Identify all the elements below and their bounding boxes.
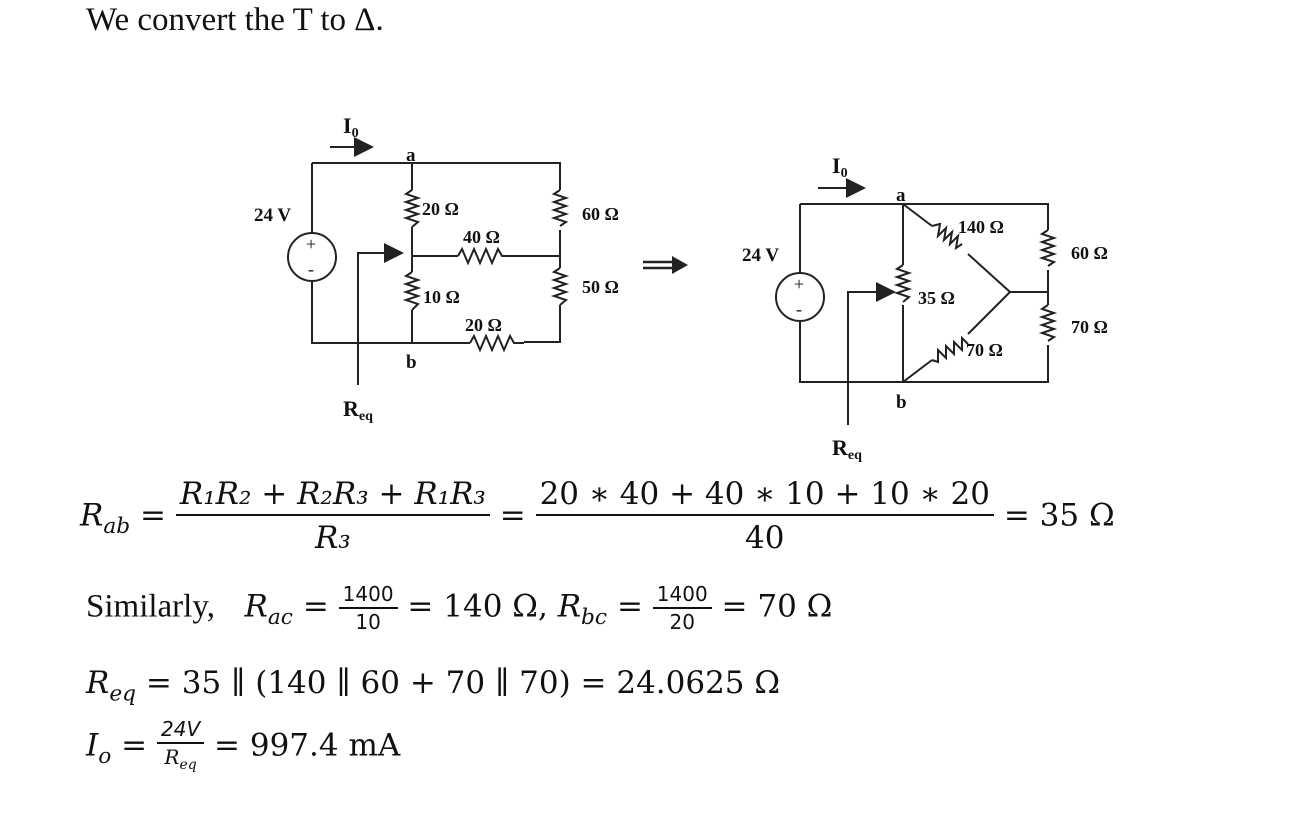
left-req-label: Req: [343, 396, 373, 424]
left-r4-label: 20 Ω: [465, 315, 502, 335]
right-resistor-70-delta: [931, 335, 969, 364]
right-source-label: 24 V: [742, 245, 779, 266]
eq2-fraction-2: 1400 20: [652, 581, 712, 635]
eq2-rbc-sub: bc: [581, 605, 608, 631]
eq2-lead: Similarly,: [86, 588, 215, 625]
eq4-result: = 997.4 mA: [214, 727, 401, 764]
eq3-lhs-sub: eq: [109, 681, 137, 707]
left-source-plus: +: [306, 234, 316, 254]
right-source-plus: +: [794, 274, 804, 294]
right-resistor-140: [931, 222, 963, 251]
left-node-b: b: [406, 352, 417, 373]
eq1-den-val: 40: [745, 520, 785, 556]
eq2-fraction-1: 1400 10: [338, 581, 398, 635]
eq2-f2-den: 20: [669, 610, 695, 634]
right-node-b: b: [896, 392, 907, 413]
right-node-a: a: [896, 185, 906, 206]
right-source-minus: -: [796, 299, 802, 319]
eq1-symbolic-fraction: R₁R₂ + R₂R₃ + R₁R₃ R₃: [175, 474, 490, 560]
eq1-numeric-fraction: 20 ∗ 40 + 40 ∗ 10 + 10 ∗ 20 40: [535, 474, 994, 560]
eq1-num-val: 20 ∗ 40 + 40 ∗ 10 + 10 ∗ 20: [539, 476, 990, 512]
eq2-f1-num: 1400: [342, 582, 394, 606]
left-r3-label: 10 Ω: [423, 287, 460, 307]
eq2-f1-den: 10: [355, 610, 381, 634]
conversion-arrow: [643, 256, 688, 274]
right-resistor-35: [893, 264, 913, 303]
left-r2-label: 40 Ω: [463, 227, 500, 247]
eq2-result-1: = 140 Ω,: [407, 588, 548, 625]
left-current-label: I0: [343, 113, 359, 141]
right-resistor-70: [1038, 304, 1058, 342]
right-current-label: I0: [832, 153, 848, 181]
eq4-lhs-sub: o: [98, 744, 112, 770]
eq3-rhs: = 35 ∥ (140 ∥ 60 + 70 ∥ 70) = 24.0625 Ω: [145, 665, 781, 701]
eq2-result-2: = 70 Ω: [721, 588, 833, 625]
right-resistor-60: [1038, 229, 1058, 267]
eq2-rac: R: [244, 588, 268, 625]
right-r-ab-label: 35 Ω: [918, 288, 955, 308]
left-node-a: a: [406, 145, 416, 166]
right-voltage-source: [775, 272, 825, 322]
equation-rac-rbc: Similarly, Rac = 1400 10 = 140 Ω, Rbc = …: [86, 581, 833, 635]
left-resistor-60: [550, 189, 570, 227]
left-r5-label: 60 Ω: [582, 204, 619, 224]
intro-text: We convert the T to Δ.: [86, 2, 384, 38]
left-resistor-20-bottom: [469, 333, 524, 353]
eq1-den-sym: R₃: [314, 520, 351, 556]
right-r-ac-label: 140 Ω: [958, 217, 1004, 237]
eq4-num: 24V: [161, 717, 201, 741]
circuit-diagrams: + - 24 V I0 a b 20 Ω 40 Ω 10 Ω 20 Ω 60 Ω…: [254, 113, 1108, 463]
left-voltage-source: [287, 232, 337, 282]
left-circuit: + - 24 V I0 a b 20 Ω 40 Ω 10 Ω 20 Ω 60 Ω…: [254, 113, 619, 424]
right-r-top-label: 60 Ω: [1071, 243, 1108, 263]
eq2-f2-num: 1400: [656, 582, 708, 606]
eq1-lhs: R: [80, 497, 104, 534]
right-r-bot-label: 70 Ω: [1071, 317, 1108, 337]
left-resistor-10: [402, 271, 422, 311]
eq1-lhs-sub: ab: [103, 514, 131, 540]
left-resistor-50: [550, 267, 570, 306]
eq3-lhs: R: [86, 665, 110, 701]
right-req-label: Req: [832, 435, 862, 463]
eq2-rac-sub: ac: [267, 605, 293, 631]
equation-req: Req = 35 ∥ (140 ∥ 60 + 70 ∥ 70) = 24.062…: [86, 665, 780, 707]
right-circuit: + - 24 V I0 a b 140 Ω 35 Ω 70 Ω 60 Ω 70 …: [742, 153, 1108, 463]
eq2-rbc: R: [557, 588, 582, 625]
equation-io: Io = 24V Req = 997.4 mA: [86, 716, 400, 778]
eq4-den: Req: [164, 745, 197, 773]
eq1-result: = 35 Ω: [1003, 497, 1115, 534]
left-resistor-20-top: [402, 189, 422, 228]
eq4-lhs: I: [86, 727, 99, 764]
left-r1-label: 20 Ω: [422, 199, 459, 219]
eq4-fraction: 24V Req: [157, 716, 205, 778]
left-source-label: 24 V: [254, 205, 291, 226]
left-r6-label: 50 Ω: [582, 277, 619, 297]
left-source-minus: -: [308, 259, 314, 279]
eq1-num-sym: R₁R₂ + R₂R₃ + R₁R₃: [179, 476, 486, 512]
equation-rab: Rab = R₁R₂ + R₂R₃ + R₁R₃ R₃ = 20 ∗ 40 + …: [80, 474, 1115, 560]
left-resistor-40: [457, 246, 508, 266]
right-r-bc-label: 70 Ω: [966, 340, 1003, 360]
